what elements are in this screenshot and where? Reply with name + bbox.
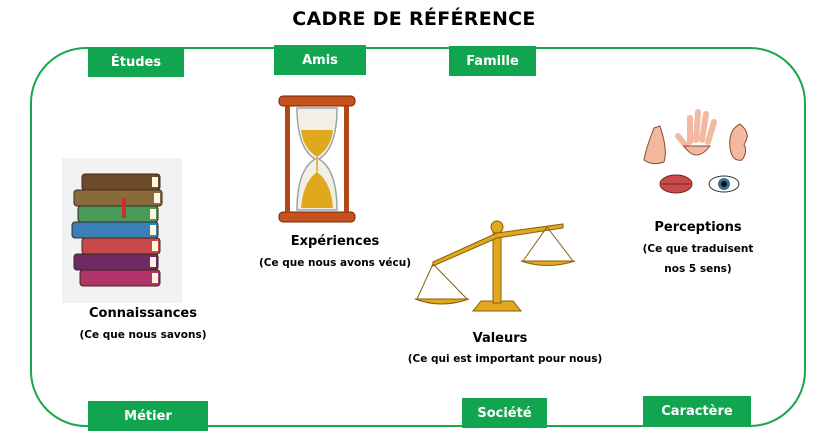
label-perceptions: Perceptions	[654, 220, 742, 235]
senses-icon	[643, 109, 748, 194]
sub-connaissances: (Ce que nous savons)	[79, 329, 207, 341]
hourglass-icon	[278, 95, 356, 223]
tag-metier: Métier	[88, 401, 208, 431]
label-connaissances: Connaissances	[89, 306, 197, 321]
sub-perceptions-2: nos 5 sens)	[664, 263, 732, 275]
sub-perceptions-1: (Ce que traduisent	[642, 243, 754, 255]
label-valeurs: Valeurs	[472, 331, 528, 346]
tag-societe: Société	[462, 398, 547, 428]
tag-amis: Amis	[274, 45, 366, 75]
sub-experiences: (Ce que nous avons vécu)	[258, 257, 412, 269]
sub-valeurs: (Ce qui est important pour nous)	[407, 353, 603, 365]
books-icon	[62, 158, 182, 303]
label-experiences: Expériences	[290, 234, 380, 249]
page-title: CADRE DE RÉFÉRENCE	[292, 8, 536, 30]
tag-famille: Famille	[449, 46, 536, 76]
scale-icon	[414, 220, 576, 312]
frame-border	[30, 47, 806, 427]
tag-etudes: Études	[88, 47, 184, 77]
tag-caractere: Caractère	[643, 396, 751, 426]
